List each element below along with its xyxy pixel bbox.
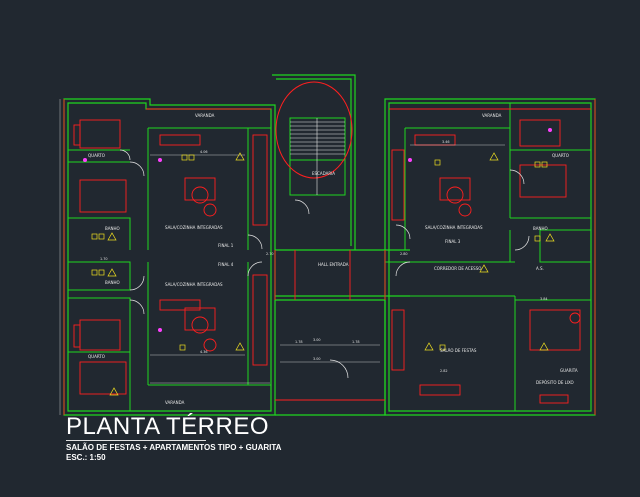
dim-6: 2.70 <box>266 252 274 256</box>
door-swings <box>119 149 530 379</box>
dimension-lines <box>59 99 505 415</box>
plan-title: PLANTA TÉRREO <box>66 413 269 440</box>
plan-scale: ESC.: 1:50 <box>66 453 106 462</box>
label-final-1: FINAL 1 <box>218 243 234 248</box>
title-underline <box>66 440 206 441</box>
label-final-4: FINAL 4 <box>218 262 234 267</box>
label-area-servico: A.S. <box>536 266 544 271</box>
dim-7: 3.00 <box>313 338 321 342</box>
label-varanda-top-left: VARANDA <box>195 113 215 118</box>
title-block: PLANTA TÉRREO SALÃO DE FESTAS + APARTAME… <box>66 414 281 463</box>
label-sala-cozinha-bottom-left: SALA/COZINHA INTEGRADAS <box>165 282 223 287</box>
label-corredor-acesso: CORREDOR DE ACESSO <box>434 266 481 271</box>
label-escadaria: ESCADARIA <box>312 171 335 176</box>
label-sala-cozinha-top-left: SALA/COZINHA INTEGRADAS <box>165 225 223 230</box>
dim-2: 2.80 <box>400 252 408 256</box>
label-banho-right: BANHO <box>533 226 548 231</box>
label-quarto-top-left: QUARTO <box>88 153 105 158</box>
dim-3: 3.46 <box>442 140 450 144</box>
label-salao-festas: SALÃO DE FESTAS <box>440 348 477 353</box>
label-quarto-bottom-left: QUARTO <box>88 354 105 359</box>
plan-subtitle: SALÃO DE FESTAS + APARTAMENTOS TIPO + GU… <box>66 443 282 452</box>
label-banho-top-left: BANHO <box>105 226 120 231</box>
dim-10: 3.00 <box>313 357 321 361</box>
dim-5: 4.36 <box>200 350 208 354</box>
label-quarto-top-right: QUARTO <box>552 153 569 158</box>
red-elements <box>63 99 596 415</box>
label-banho-mid-left: BANHO <box>105 280 120 285</box>
tag-symbols <box>83 128 555 396</box>
label-sala-cozinha-right: SALA/COZINHA INTEGRADAS <box>425 225 483 230</box>
dim-9: 1.78 <box>352 340 360 344</box>
dim-12: 2.82 <box>440 369 448 373</box>
dim-4: 1.70 <box>100 257 108 261</box>
room-labels: VARANDA VARANDA VARANDA QUARTO QUARTO QU… <box>88 113 578 405</box>
label-varanda-top-right: VARANDA <box>482 113 502 118</box>
label-final-3: FINAL 3 <box>445 239 461 244</box>
label-varanda-bottom-left: VARANDA <box>165 400 185 405</box>
dimension-labels: 4.06 2.80 3.46 1.70 4.36 2.70 3.00 1.78 … <box>100 140 548 373</box>
dim-1: 4.06 <box>200 150 208 154</box>
label-guarita: GUARITA <box>560 368 578 373</box>
stair-oval <box>275 81 353 179</box>
internal-walls <box>68 103 592 411</box>
dim-11: 3.84 <box>540 297 548 301</box>
label-despensa: DEPÓSITO DE LIXO <box>536 380 574 385</box>
label-hall-entrada: HALL ENTRADA <box>318 262 349 267</box>
stair-steps <box>290 118 345 195</box>
dim-8: 1.78 <box>295 340 303 344</box>
